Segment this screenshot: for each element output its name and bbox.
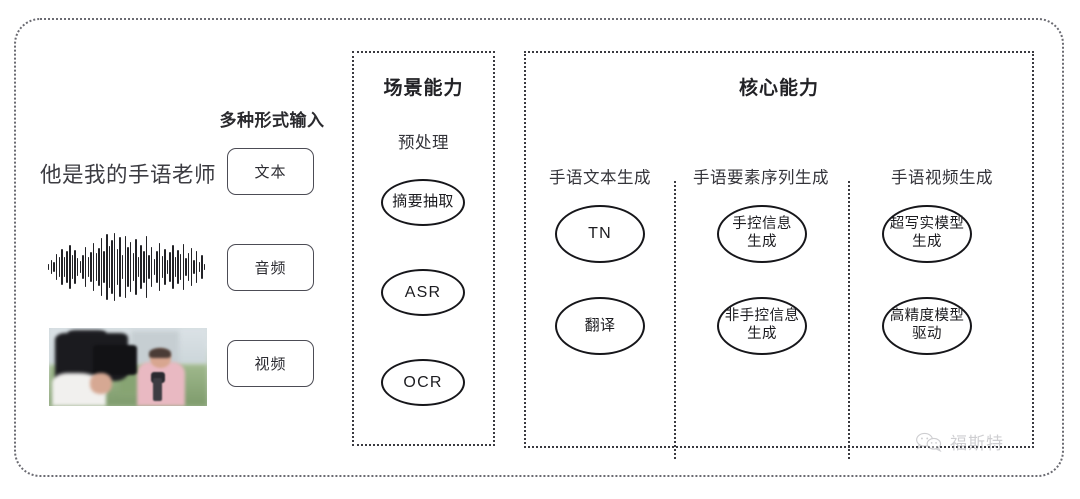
core-column-divider-1 [674, 181, 676, 459]
node-photorealistic-model-generation[interactable]: 超写实模型 生成 [882, 205, 972, 263]
core-column-header-element-sequence-generation: 手语要素序列生成 [693, 169, 829, 187]
core-panel-title: 核心能力 [738, 78, 819, 99]
node-asr[interactable]: ASR [381, 269, 465, 316]
node-non-manual-signal-generation[interactable]: 非手控信息 生成 [717, 297, 807, 355]
video-thumbnail [49, 328, 207, 406]
node-manual-signal-generation[interactable]: 手控信息 生成 [717, 205, 807, 263]
node-translation[interactable]: 翻译 [555, 297, 645, 355]
node-line-2: 生成 [747, 234, 777, 250]
input-section-heading: 多种形式输入 [219, 111, 325, 130]
node-summary-extraction[interactable]: 摘要抽取 [381, 179, 465, 226]
outer-frame [14, 18, 1064, 477]
core-capability-panel: 核心能力 手语文本生成 TN 翻译 手语要素序列生成 手控信息 生成 非手控信息… [524, 51, 1034, 459]
input-chip-text[interactable]: 文本 [227, 148, 314, 195]
scene-capability-panel: 场景能力 预处理 摘要抽取 ASR OCR [352, 51, 495, 446]
scene-panel-subtitle: 预处理 [398, 134, 449, 152]
input-chip-video[interactable]: 视频 [227, 340, 314, 387]
watermark: 福斯特 [914, 429, 1004, 454]
input-chip-audio[interactable]: 音频 [227, 244, 314, 291]
watermark-text: 福斯特 [950, 434, 1004, 453]
core-column-header-text-generation: 手语文本生成 [549, 169, 651, 187]
node-ocr[interactable]: OCR [381, 359, 465, 406]
scene-panel-title: 场景能力 [383, 78, 464, 99]
node-line-1: 非手控信息 [724, 308, 800, 325]
sample-text-line: 他是我的手语老师 [40, 163, 217, 187]
core-column-header-video-generation: 手语视频生成 [891, 169, 993, 187]
node-tn[interactable]: TN [555, 205, 645, 263]
node-line-1: 手控信息 [732, 216, 792, 233]
node-line-2: 生成 [747, 326, 777, 342]
wechat-bubbles-icon [914, 431, 944, 453]
node-line-2: 驱动 [912, 326, 942, 342]
audio-waveform [48, 233, 206, 301]
core-column-divider-2 [848, 181, 850, 459]
node-line-1: 超写实模型 [889, 216, 965, 233]
node-line-2: 生成 [912, 234, 942, 250]
node-high-precision-model-driving[interactable]: 高精度模型 驱动 [882, 297, 972, 355]
node-line-1: 高精度模型 [889, 308, 965, 325]
